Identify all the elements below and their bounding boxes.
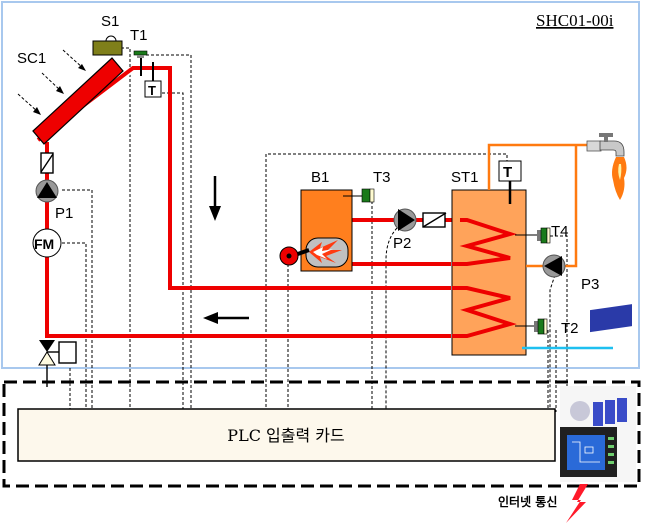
plc-touch-panel-device	[560, 304, 636, 482]
check-valve-icon	[40, 152, 54, 174]
sensor-t3	[343, 188, 375, 203]
label-t2: T2	[561, 320, 579, 337]
plc-label: PLC 입출력 카드	[227, 426, 344, 445]
burner-fan-icon	[279, 246, 310, 266]
thermostat-symbol: T	[148, 83, 156, 98]
label-s1: S1	[101, 13, 119, 30]
label-t4: T4	[551, 223, 569, 240]
flow-meter-label: FM	[34, 236, 54, 252]
label-b1: B1	[311, 169, 329, 186]
flow-arrow-down-icon	[209, 176, 221, 221]
sensor-t2	[515, 318, 548, 335]
diagram-code-label: SHC01-00i	[536, 11, 614, 30]
pump-p3	[542, 254, 566, 278]
thermostat-st1: T	[498, 160, 522, 204]
sensor-t1	[133, 50, 148, 76]
system-frame	[1, 1, 640, 369]
label-p2: P2	[393, 235, 411, 252]
label-st1: ST1	[451, 169, 479, 186]
pump-p1	[35, 179, 59, 203]
storage-tank-st1	[451, 189, 527, 356]
label-t1: T1	[130, 27, 148, 44]
collector-loop	[36, 66, 451, 338]
flow-arrow-left-icon	[203, 312, 249, 324]
check-valve-p2-icon	[422, 212, 447, 228]
three-way-valve	[38, 340, 77, 387]
lightning-icon	[566, 484, 588, 523]
control-frame	[2, 380, 641, 488]
boiler-b1	[300, 189, 353, 272]
sensor-s1	[92, 35, 123, 56]
thermostat-t1: T	[144, 62, 162, 98]
pump-p2	[393, 208, 417, 232]
solar-collector	[32, 57, 124, 145]
hot-water-pipes	[487, 143, 588, 268]
label-t3: T3	[373, 169, 391, 186]
internet-label: 인터넷 통신	[498, 494, 557, 509]
faucet-icon	[586, 133, 627, 200]
label-p3: P3	[581, 276, 599, 293]
sun-rays-icon	[17, 49, 86, 115]
flow-meter: FM	[32, 228, 62, 258]
sensor-t4	[515, 227, 551, 244]
thermostat-st1-symbol: T	[503, 164, 512, 181]
label-p1: P1	[55, 205, 73, 222]
label-sc1: SC1	[17, 50, 46, 67]
plc-io-card	[17, 408, 556, 462]
